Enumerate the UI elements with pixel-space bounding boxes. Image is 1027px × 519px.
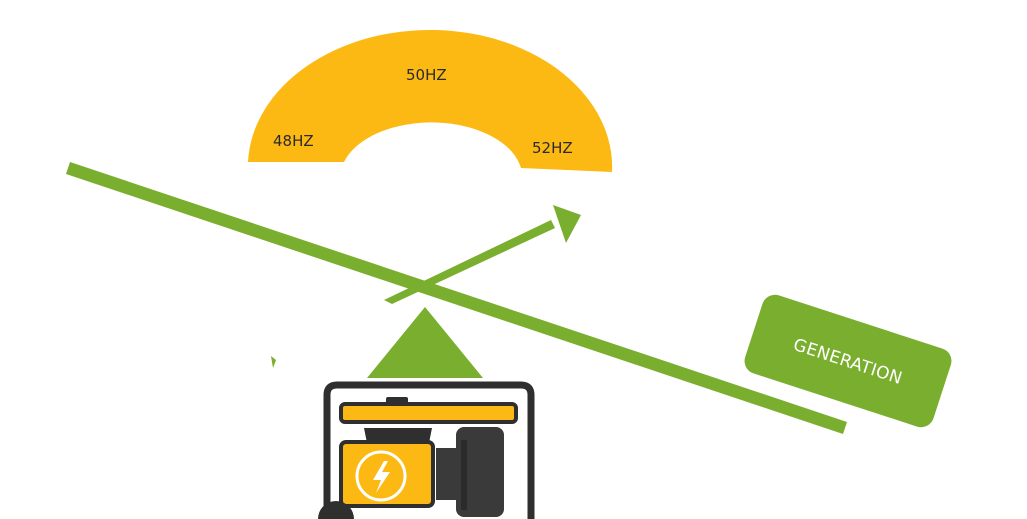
gauge-center-label: 50HZ <box>406 66 447 84</box>
bolt-circle <box>355 450 407 502</box>
needle-arrowhead <box>553 205 581 243</box>
generation-box: GENERATION <box>744 294 952 428</box>
balance-beam <box>66 162 847 434</box>
gauge-left-label: 48HZ <box>273 132 314 150</box>
generator-tank <box>339 402 518 424</box>
needle-shaft <box>384 220 555 304</box>
frequency-needle-arrow <box>384 205 581 304</box>
gauge-right-label: 52HZ <box>532 139 573 157</box>
generator-cap <box>386 397 408 406</box>
generator-alternator-band <box>436 448 458 500</box>
frequency-gauge: 48HZ 50HZ 52HZ <box>248 29 613 172</box>
generator-alternator-stripe <box>461 440 467 510</box>
generator-frame <box>323 381 535 519</box>
small-mark <box>271 356 276 368</box>
pivot-triangle <box>367 307 483 378</box>
generator-alternator <box>456 427 504 517</box>
generator-wheel <box>318 501 354 519</box>
gauge-arc <box>248 29 613 172</box>
lightning-bolt-icon <box>373 461 390 493</box>
beam-bar <box>66 162 847 434</box>
generator-icon <box>318 381 535 519</box>
generation-box-shape <box>744 294 952 428</box>
